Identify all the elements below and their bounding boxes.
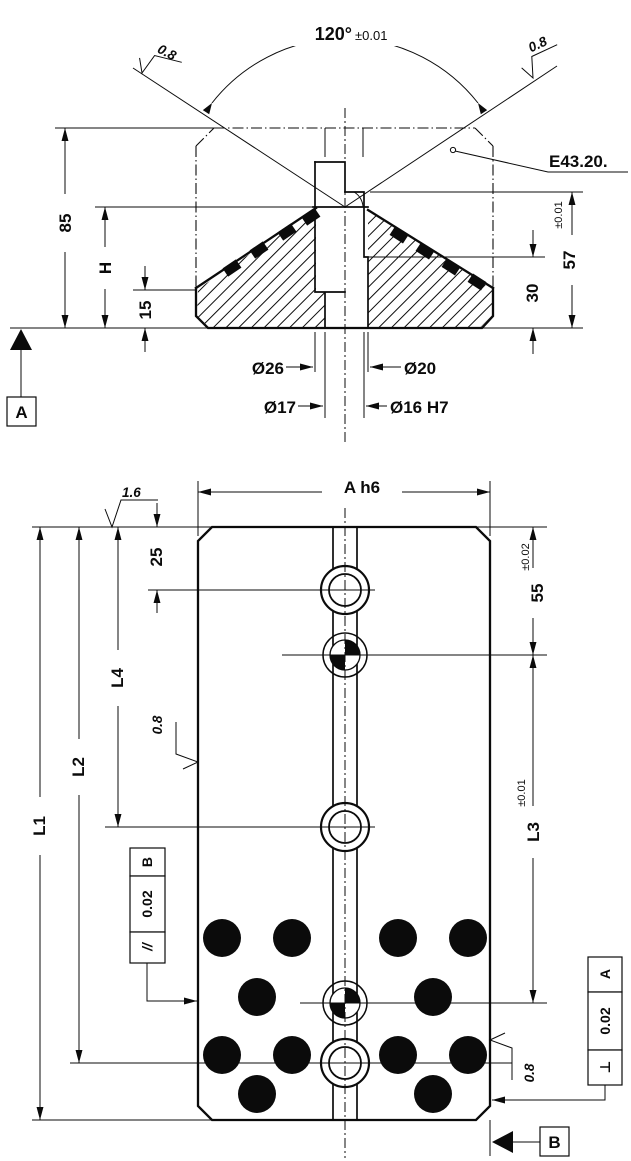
dimension-15: 15 <box>136 266 155 352</box>
lubrication-plugs <box>203 919 487 1113</box>
datum-feature-a: A <box>6 329 37 427</box>
svg-text:25: 25 <box>147 548 166 567</box>
fcf-datum-ref: A <box>597 969 613 979</box>
svg-text:85: 85 <box>56 214 75 233</box>
wear-pad <box>389 226 409 244</box>
svg-text:15: 15 <box>136 301 155 320</box>
wear-pads <box>222 208 487 291</box>
dia-20-label: Ø20 <box>404 359 436 378</box>
dimension-30: 30 <box>523 230 542 354</box>
fcf-datum-ref: B <box>139 857 155 867</box>
plug <box>379 1036 417 1074</box>
parallelism-symbol: // <box>139 941 155 952</box>
datum-b-letter: B <box>548 1133 560 1152</box>
fcf-tolerance: 0.02 <box>139 890 155 917</box>
hole-centerlines <box>70 589 547 1064</box>
hatch-left <box>197 209 325 327</box>
arc-arrowhead-right <box>478 103 488 115</box>
datum-b-box <box>539 1126 570 1157</box>
part-number: E43.20. <box>549 152 608 171</box>
svg-text:±0.01: ±0.01 <box>553 201 565 228</box>
section-view: 120° ±0.01 0.8 0.8 E43.20. 85 H <box>6 20 628 442</box>
wear-pad <box>415 242 435 260</box>
dimension-25: 25 <box>147 503 166 613</box>
plug <box>273 919 311 957</box>
plug <box>203 1036 241 1074</box>
svg-text:L3: L3 <box>524 822 543 842</box>
roughness-mark-plan-top: 1.6 <box>104 485 158 529</box>
plug <box>414 1075 452 1113</box>
datum-a-letter: A <box>15 403 27 422</box>
wear-pad <box>249 241 269 259</box>
plug <box>273 1036 311 1074</box>
wear-pad <box>222 259 242 277</box>
svg-text:55: 55 <box>528 584 547 603</box>
svg-text:L4: L4 <box>108 668 127 688</box>
roughness-value: 1.6 <box>122 485 141 500</box>
dimension-55: 55 ±0.02 <box>520 527 547 655</box>
wear-pad <box>277 223 297 241</box>
roughness-value: 0.8 <box>150 715 165 734</box>
svg-text:L1: L1 <box>30 816 49 836</box>
svg-text:H: H <box>96 262 115 274</box>
datum-feature-b: B <box>492 1126 570 1157</box>
hatch-right <box>368 210 492 327</box>
angle-tolerance: ±0.01 <box>355 28 387 43</box>
roughness-value: 0.8 <box>526 33 550 55</box>
arc-arrowhead-left <box>202 103 212 115</box>
svg-text:±0.02: ±0.02 <box>520 543 532 570</box>
angle-value: 120° <box>315 24 352 44</box>
plug <box>449 919 487 957</box>
svg-text:A h6: A h6 <box>344 478 380 497</box>
svg-text:L2: L2 <box>69 757 88 777</box>
dia-26-label: Ø26 <box>252 359 284 378</box>
dimension-57: 57 ±0.01 <box>553 192 579 328</box>
plug <box>238 978 276 1016</box>
plug <box>203 919 241 957</box>
svg-text:57: 57 <box>560 251 579 270</box>
part-number-callout: E43.20. <box>449 146 628 173</box>
roughness-value: 0.8 <box>155 41 179 63</box>
wear-pad <box>467 273 487 291</box>
datum-a-box <box>6 396 37 427</box>
fcf-parallelism: B 0.02 // <box>129 847 197 1005</box>
datum-triangle <box>492 1131 513 1153</box>
perpendicularity-symbol: ⊥ <box>597 1061 613 1074</box>
plate-outline <box>196 525 492 1122</box>
wear-pad <box>301 208 321 226</box>
wear-pad <box>441 258 461 276</box>
fcf-tolerance: 0.02 <box>597 1007 613 1034</box>
svg-text:±0.01: ±0.01 <box>516 779 528 806</box>
dia-16-label: Ø16 H7 <box>390 398 449 417</box>
roughness-value: 0.8 <box>522 1063 537 1082</box>
fcf-perpendicularity: A 0.02 ⊥ <box>492 956 623 1104</box>
dimension-L2: L2 <box>69 527 88 1063</box>
plug <box>449 1036 487 1074</box>
diameter-callouts: Ø26 Ø20 Ø17 Ø16 H7 <box>252 359 449 417</box>
datum-triangle <box>10 329 32 350</box>
plug <box>379 919 417 957</box>
plan-view: A h6 25 L4 L2 L1 55 ±0.02 <box>30 478 623 1158</box>
dimension-width: A h6 <box>198 478 490 497</box>
svg-text:30: 30 <box>523 284 542 303</box>
dimension-L1: L1 <box>30 527 49 1120</box>
dimension-H: H <box>96 207 115 328</box>
dia-17-label: Ø17 <box>264 398 296 417</box>
roughness-mark-top-right: 0.8 <box>521 33 558 80</box>
angle-dimension: 120° ±0.01 <box>202 20 488 115</box>
plug <box>238 1075 276 1113</box>
dimension-L3: L3 ±0.01 <box>516 655 543 1003</box>
dimension-L4: L4 <box>108 527 127 827</box>
plug <box>414 978 452 1016</box>
roughness-mark-plan-right: 0.8 <box>488 1032 537 1082</box>
dimension-85: 85 <box>56 128 75 328</box>
roughness-mark-plan-left: 0.8 <box>150 715 200 770</box>
